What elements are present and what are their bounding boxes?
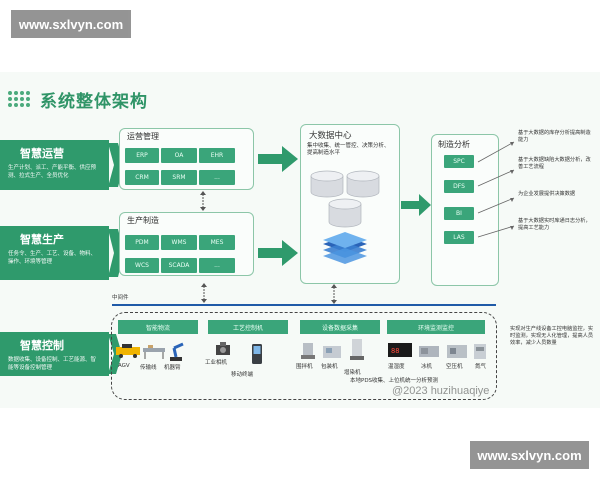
device-mixer: 围拌机 [296, 364, 313, 370]
chip-environment: 环境监测监控 [387, 320, 485, 334]
device-mobile: 移动终端 [231, 372, 254, 378]
conveyor-icon [143, 345, 165, 359]
device-robot-arm: 机器臂 [164, 365, 181, 371]
chip-mes: MES [199, 235, 235, 250]
middleware-line [112, 304, 496, 306]
left-bar-ops: 智慧运营 生产计划、派工、产能平衡、供应预测、拉式生产、全员优化 [0, 140, 109, 190]
bigdata-desc: 集中收集、统一管控、决策分析、提高制造水平 [307, 143, 390, 156]
left-bar-desc: 任务令、生产、工艺、设备、物料、操作、环境等管理 [8, 251, 97, 265]
panel-prod-title: 生产制造 [127, 216, 159, 225]
mobile-terminal-icon [252, 344, 262, 364]
double-arrow-icon [200, 191, 206, 211]
camera-icon [216, 342, 230, 355]
arrow-right-icon [258, 240, 298, 266]
device-compressor: 空压机 [446, 364, 463, 370]
chip-erp: ERP [125, 148, 159, 163]
device-conveyor: 传输线 [140, 365, 157, 371]
dots-icon [8, 91, 30, 107]
middleware-label: 中间件 [112, 295, 129, 301]
agv-icon [116, 344, 140, 358]
arrow-right-icon [401, 194, 431, 216]
chip-ehr: EHR [199, 148, 235, 163]
arrow-right-icon [258, 146, 298, 172]
left-bar-control: 智慧控制 数据收集、设备控制、工艺能源、智能等设备控制管理 [0, 332, 109, 376]
database-icon [310, 170, 380, 264]
chip-wms: WMS [161, 235, 197, 250]
mixer-icon [301, 343, 315, 359]
svg-text:88: 88 [391, 347, 399, 355]
device-thermo: 温湿度 [388, 364, 405, 370]
control-note: 实现对生产线设备工控电脑监控，实时监测，实现无人化管理，提高人员效率，减少人员数… [510, 326, 594, 346]
control-bottom-label: 本地PDS收集、上位机统一分析预测 [350, 378, 439, 384]
note-1: 基于大数据的库存分析提高制造能力 [518, 130, 591, 143]
chip-device-data: 设备数据采集 [300, 320, 380, 334]
note-2: 基于大数据缺陷大数据分析，改善工艺流程 [518, 157, 591, 170]
left-bar-desc: 生产计划、派工、产能平衡、供应预测、拉式生产、全员优化 [8, 165, 97, 179]
dyeing-machine-icon [350, 339, 364, 360]
thermo-hygrometer-icon: 88 [388, 343, 412, 357]
chip-srm: SRM [161, 170, 197, 185]
chiller-icon [419, 346, 439, 357]
double-arrow-icon [201, 283, 207, 303]
device-agv: AGV [118, 363, 130, 369]
note-4: 基于大数据实时库通日志分析，提高工艺能力 [518, 218, 591, 231]
left-bar-title: 智慧生产 [20, 233, 64, 246]
left-bar-title: 智慧运营 [20, 147, 64, 160]
device-camera: 工业相机 [205, 360, 228, 366]
panel-control [111, 312, 497, 400]
chip-crm: CRM [125, 170, 159, 185]
double-arrow-icon [331, 284, 337, 304]
left-bar-title: 智慧控制 [20, 339, 64, 352]
chip-wcs: WCS [125, 258, 159, 273]
packaging-machine-icon [323, 346, 341, 358]
device-packager: 包装机 [321, 364, 338, 370]
device-nitrogen: 氮气 [475, 364, 487, 370]
chip-las: LAS [444, 231, 474, 244]
page-title: 系统整体架构 [40, 91, 148, 112]
chip-bi: BI [444, 207, 474, 220]
bigdata-title: 大数据中心 [309, 131, 352, 141]
connector-arrows [477, 141, 515, 238]
chip-more-ops: ... [199, 170, 235, 185]
analysis-title: 制造分析 [438, 140, 470, 149]
device-dyer: 增染机 [344, 370, 361, 376]
watermark-text: @2023 huzihuaqiye [392, 385, 490, 397]
left-bar-prod: 智慧生产 任务令、生产、工艺、设备、物料、操作、环境等管理 [0, 226, 109, 280]
nitrogen-icon [474, 344, 486, 359]
robot-arm-icon [170, 342, 184, 361]
chip-scada: SCADA [161, 258, 197, 273]
chip-spc: SPC [444, 155, 474, 168]
chip-logistics: 智能物流 [118, 320, 198, 334]
chip-oa: OA [161, 148, 197, 163]
title-block: 系统整体架构 [8, 88, 148, 112]
note-3: 为企业发展提供决策数据 [518, 191, 576, 197]
air-compressor-icon [447, 345, 467, 358]
watermark-top: www.sxlvyn.com [11, 10, 131, 38]
chip-pdm: PDM [125, 235, 159, 250]
panel-ops-title: 运营管理 [127, 132, 159, 141]
chip-more-prod: ... [199, 258, 235, 273]
left-bar-desc: 数据收集、设备控制、工艺能源、智能等设备控制管理 [8, 357, 97, 371]
chip-dfs: DFS [444, 180, 474, 193]
device-chiller: 冰机 [421, 364, 433, 370]
chip-process-control: 工艺控制机 [208, 320, 288, 334]
watermark-bottom: www.sxlvyn.com [470, 441, 589, 469]
